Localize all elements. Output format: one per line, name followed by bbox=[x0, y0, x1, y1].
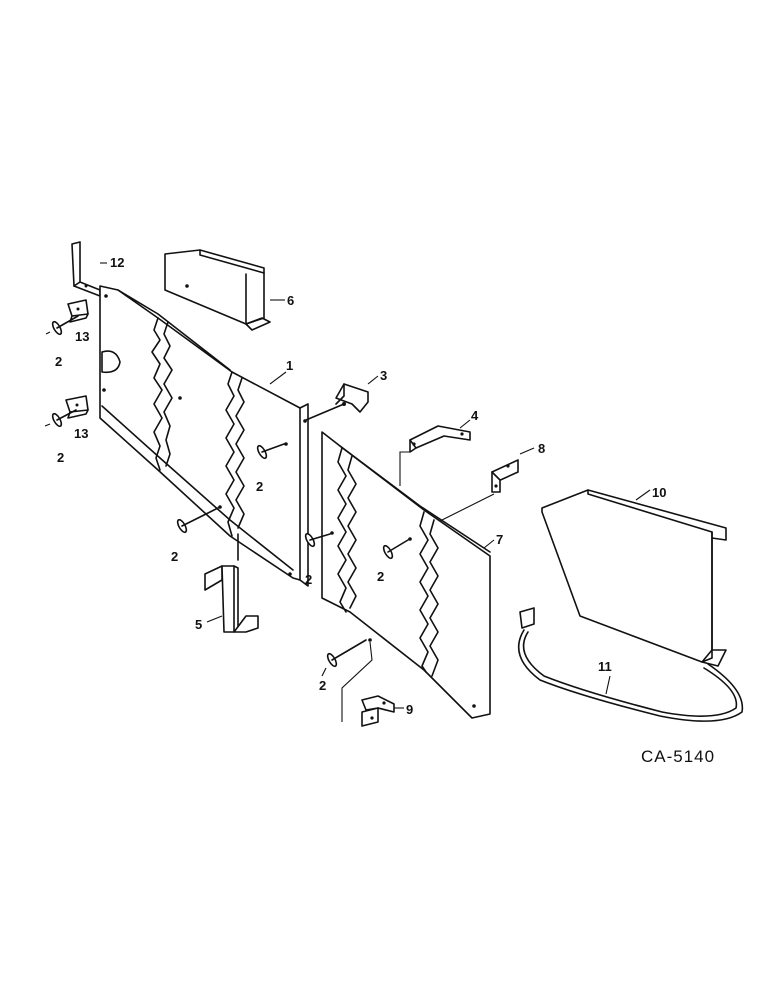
part-2-fastener-g bbox=[321, 639, 367, 677]
part-3-bracket bbox=[303, 375, 379, 423]
callout-13-lower: 13 bbox=[74, 426, 88, 441]
part-13-clip-upper bbox=[67, 299, 89, 323]
callout-1: 1 bbox=[286, 358, 293, 373]
part-2-fastener-e bbox=[304, 531, 334, 548]
callout-2-f: 2 bbox=[377, 569, 384, 584]
callout-6: 6 bbox=[287, 293, 294, 308]
part-2-fastener-a bbox=[45, 315, 79, 336]
part-2-fastener-b bbox=[44, 409, 77, 428]
callout-10: 10 bbox=[652, 485, 666, 500]
callout-11: 11 bbox=[598, 659, 612, 674]
part-4-bracket bbox=[399, 419, 471, 486]
part-7-right-panel bbox=[321, 431, 495, 719]
callout-2-c: 2 bbox=[256, 479, 263, 494]
part-9-bracket bbox=[341, 641, 404, 727]
callout-8: 8 bbox=[538, 441, 545, 456]
callout-3: 3 bbox=[380, 368, 387, 383]
callout-9: 9 bbox=[406, 702, 413, 717]
callout-4: 4 bbox=[471, 408, 479, 423]
callout-13-upper: 13 bbox=[75, 329, 89, 344]
callout-7: 7 bbox=[496, 532, 503, 547]
part-10-shroud bbox=[541, 489, 727, 667]
callout-2-d: 2 bbox=[171, 549, 178, 564]
callout-12: 12 bbox=[110, 255, 124, 270]
part-11-seal-strip bbox=[517, 607, 744, 722]
part-2-fastener-c bbox=[256, 442, 288, 460]
callout-2-e: 2 bbox=[305, 572, 312, 587]
callout-5: 5 bbox=[195, 617, 202, 632]
part-2-fastener-d bbox=[176, 505, 222, 534]
part-6-cover bbox=[164, 249, 285, 331]
callout-2-a: 2 bbox=[55, 354, 62, 369]
callout-2-g: 2 bbox=[319, 678, 326, 693]
part-13-clip-lower bbox=[65, 395, 89, 419]
callout-2-b: 2 bbox=[57, 450, 64, 465]
part-2-fastener-f bbox=[382, 537, 412, 560]
part-5-bracket bbox=[204, 533, 259, 633]
part-1-left-panel bbox=[99, 285, 309, 587]
part-8-bracket bbox=[437, 447, 535, 523]
drawing-code: CA-5140 bbox=[641, 747, 715, 766]
